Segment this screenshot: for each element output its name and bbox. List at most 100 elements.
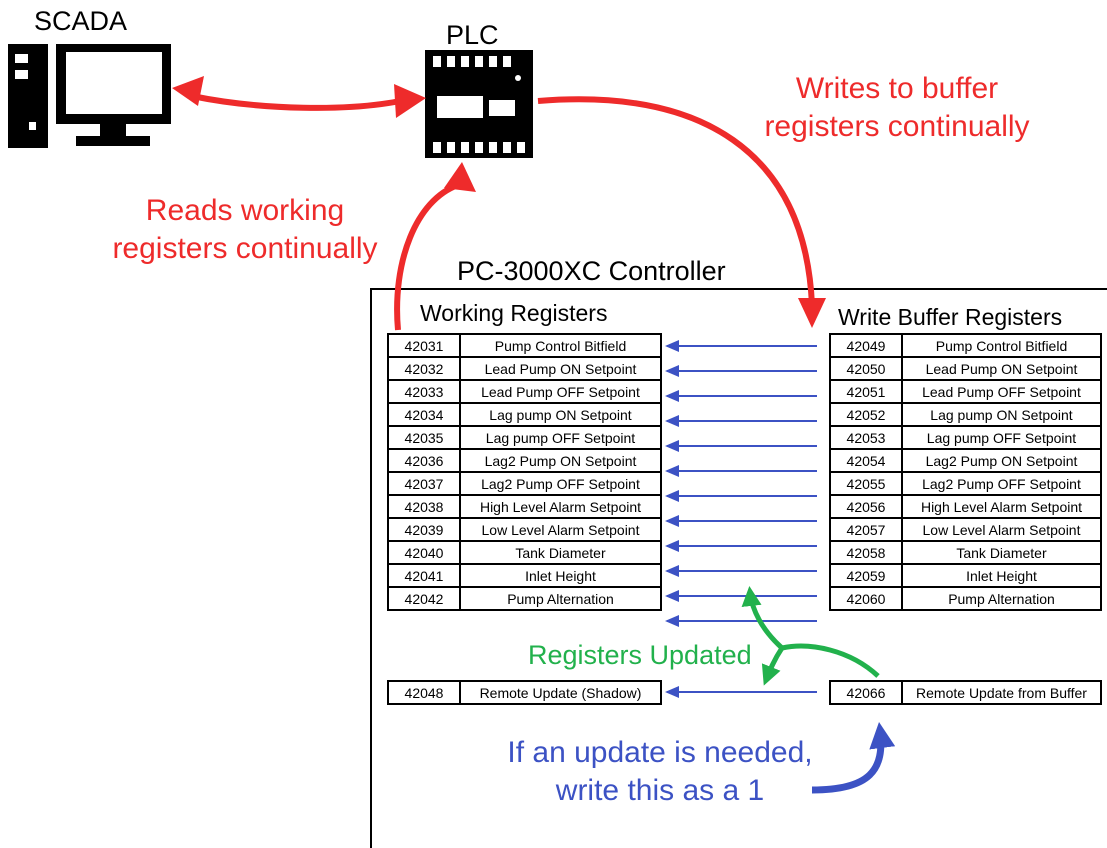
register-address: 42032 [387, 356, 461, 381]
register-address: 42035 [387, 425, 461, 450]
register-address: 42041 [387, 563, 461, 588]
register-address: 42059 [829, 563, 903, 588]
register-description: Remote Update from Buffer [901, 680, 1102, 705]
registers-updated-label: Registers Updated [528, 640, 752, 670]
plc-icon [425, 50, 533, 158]
register-description: Pump Alternation [901, 586, 1102, 611]
scada-plc-arrow [172, 76, 426, 118]
register-address: 42050 [829, 356, 903, 381]
update-needed-annotation: If an update is needed, write this as a … [470, 734, 850, 810]
register-description: Lag pump OFF Setpoint [901, 425, 1102, 450]
register-description: Pump Alternation [459, 586, 662, 611]
register-description: Pump Control Bitfield [901, 333, 1102, 358]
register-description: Lag2 Pump OFF Setpoint [459, 471, 662, 496]
register-description: Lead Pump OFF Setpoint [901, 379, 1102, 404]
plc-to-buffer-arrow [537, 96, 826, 328]
register-description: Tank Diameter [459, 540, 662, 565]
registers-updated-arrows [741, 586, 880, 686]
register-address: 42040 [387, 540, 461, 565]
register-address: 42058 [829, 540, 903, 565]
register-description: Low Level Alarm Setpoint [901, 517, 1102, 542]
register-description: Lag pump ON Setpoint [901, 402, 1102, 427]
register-address: 42048 [387, 680, 461, 705]
register-address: 42053 [829, 425, 903, 450]
register-address: 42039 [387, 517, 461, 542]
controller-box [370, 288, 1107, 848]
register-address: 42055 [829, 471, 903, 496]
register-address: 42038 [387, 494, 461, 519]
register-description: Inlet Height [901, 563, 1102, 588]
register-description: High Level Alarm Setpoint [459, 494, 662, 519]
register-description: Remote Update (Shadow) [459, 680, 662, 705]
register-address: 42054 [829, 448, 903, 473]
update-line-1: If an update is needed, [507, 736, 813, 769]
register-address: 42037 [387, 471, 461, 496]
reads-line-2: registers continually [112, 232, 378, 265]
register-address: 42049 [829, 333, 903, 358]
buffer-registers-heading: Write Buffer Registers [838, 304, 1063, 330]
register-description: Lag pump OFF Setpoint [459, 425, 662, 450]
register-address: 42042 [387, 586, 461, 611]
register-description: Tank Diameter [901, 540, 1102, 565]
register-description: Lead Pump ON Setpoint [901, 356, 1102, 381]
plc-label: PLC [446, 20, 499, 50]
writes-line-2: registers continually [764, 110, 1030, 143]
register-description: Lead Pump OFF Setpoint [459, 379, 662, 404]
register-address: 42057 [829, 517, 903, 542]
register-description: Lag2 Pump ON Setpoint [901, 448, 1102, 473]
register-description: High Level Alarm Setpoint [901, 494, 1102, 519]
reads-annotation: Reads working registers continually [80, 192, 410, 268]
register-address: 42033 [387, 379, 461, 404]
writes-annotation: Writes to buffer registers continually [722, 70, 1072, 146]
register-address: 42056 [829, 494, 903, 519]
update-line-2: write this as a 1 [555, 774, 765, 807]
register-address: 42034 [387, 402, 461, 427]
reads-line-1: Reads working [145, 194, 345, 227]
register-description: Lag2 Pump ON Setpoint [459, 448, 662, 473]
register-address: 42036 [387, 448, 461, 473]
working-to-plc-arrow [394, 162, 476, 331]
writes-line-1: Writes to buffer [795, 72, 999, 105]
register-description: Pump Control Bitfield [459, 333, 662, 358]
scada-label: SCADA [34, 6, 128, 36]
copy-arrows [665, 340, 817, 698]
register-description: Inlet Height [459, 563, 662, 588]
register-address: 42060 [829, 586, 903, 611]
register-description: Lag pump ON Setpoint [459, 402, 662, 427]
register-description: Lead Pump ON Setpoint [459, 356, 662, 381]
working-registers-heading: Working Registers [420, 300, 608, 326]
register-description: Low Level Alarm Setpoint [459, 517, 662, 542]
write-one-arrow [811, 722, 896, 794]
computer-icon [8, 44, 171, 148]
register-address: 42066 [829, 680, 903, 705]
register-description: Lag2 Pump OFF Setpoint [901, 471, 1102, 496]
